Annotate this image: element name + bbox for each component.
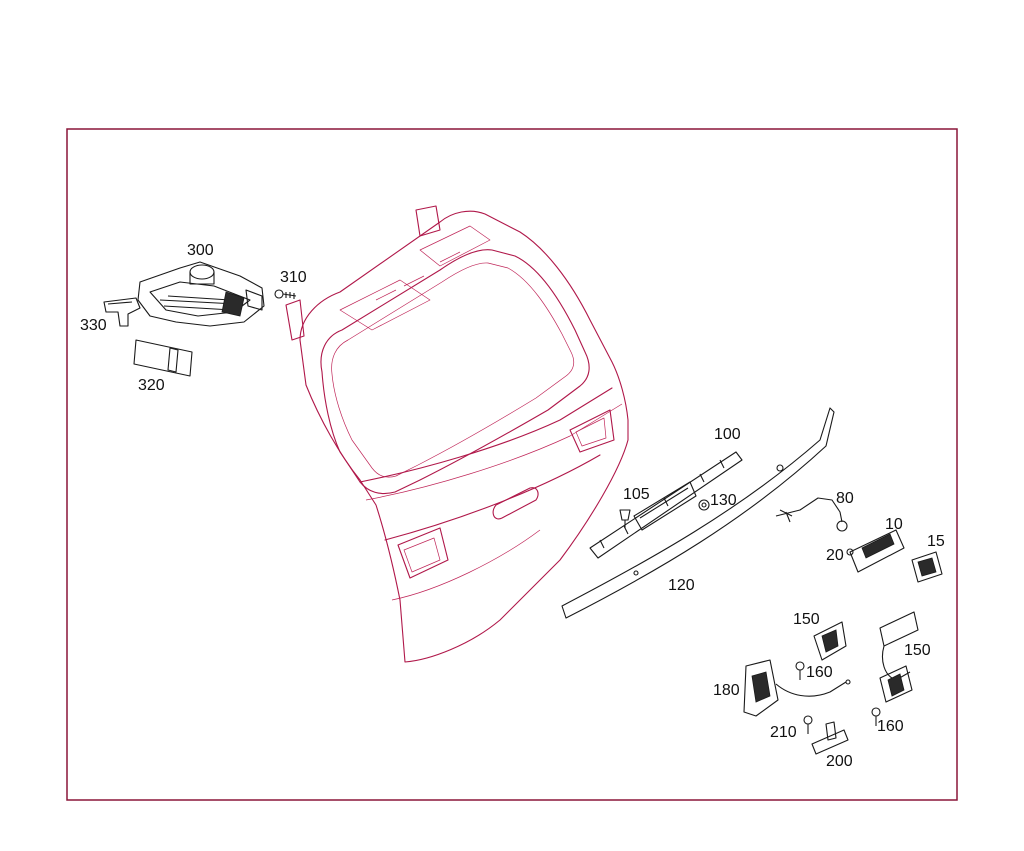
part-320-plate [133, 339, 193, 377]
part-160-screw-left [795, 661, 805, 680]
callout-10: 10 [885, 516, 903, 533]
part-130-grommet [698, 499, 710, 511]
part-300-drive-unit [137, 261, 265, 327]
part-10-switch [849, 529, 905, 573]
callout-310: 310 [280, 269, 307, 286]
callout-320: 320 [138, 377, 165, 394]
part-120-moulding [561, 407, 835, 619]
part-105-clip [619, 509, 631, 528]
callout-20: 20 [826, 547, 844, 564]
part-330-bracket [103, 297, 141, 327]
part-160-screw-right [871, 707, 881, 726]
callout-330: 330 [80, 317, 107, 334]
callout-200: 200 [826, 753, 853, 770]
part-150-latch-left [813, 621, 847, 661]
part-210-screw [803, 715, 813, 734]
part-310-screw [274, 289, 297, 299]
callout-120: 120 [668, 577, 695, 594]
callout-300: 300 [187, 242, 214, 259]
callout-160-right: 160 [877, 718, 904, 735]
part-150-latch-right [879, 611, 919, 703]
callout-80: 80 [836, 490, 854, 507]
part-15-button [911, 551, 943, 583]
part-200-handle [811, 721, 849, 755]
part-80-wiring [775, 497, 848, 532]
part-180-actuator [743, 659, 851, 717]
part-100-trim-strip [589, 451, 743, 559]
tailgate-panel [285, 205, 629, 663]
callout-210: 210 [770, 724, 797, 741]
callout-130: 130 [710, 492, 737, 509]
callout-160-left: 160 [806, 664, 833, 681]
callout-180: 180 [713, 682, 740, 699]
callout-105: 105 [623, 486, 650, 503]
callout-150-left: 150 [793, 611, 820, 628]
diagram-frame [66, 128, 958, 801]
callout-15: 15 [927, 533, 945, 550]
callout-150-right: 150 [904, 642, 931, 659]
part-20-clip [846, 548, 854, 556]
callout-100: 100 [714, 426, 741, 443]
